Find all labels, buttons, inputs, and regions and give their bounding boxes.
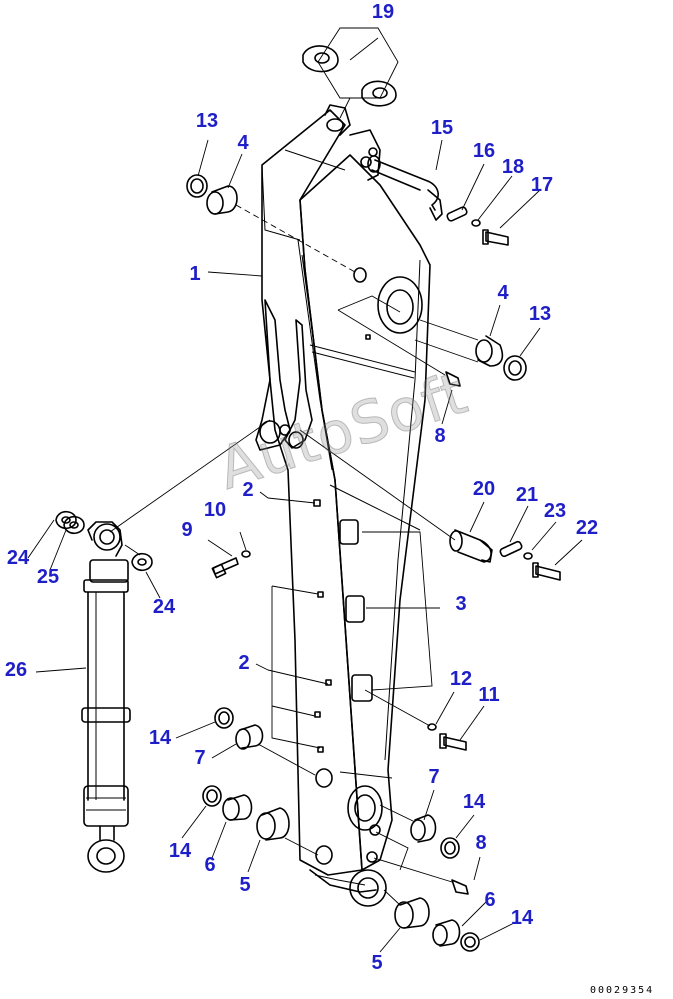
bushing-set-right-top — [414, 319, 527, 381]
callout-14-a: 14 — [148, 727, 172, 749]
callout-leaders — [27, 27, 583, 953]
document-number: 00029354 — [590, 985, 655, 996]
callout-5-right: 5 — [371, 952, 383, 974]
callout-24-right: 24 — [152, 596, 176, 618]
callout-26: 26 — [4, 659, 28, 681]
pin-assembly-middle — [299, 429, 561, 581]
callout-13: 13 — [195, 110, 219, 132]
bushing-set-bottom-right — [373, 804, 480, 952]
callout-4: 4 — [237, 132, 249, 154]
callout-8-lower: 8 — [475, 832, 487, 854]
callout-13-right: 13 — [528, 303, 552, 325]
leader-2-lower — [271, 586, 321, 749]
callout-18: 18 — [501, 156, 525, 178]
callout-4-right: 4 — [497, 282, 509, 304]
callout-5-left: 5 — [239, 874, 251, 896]
pin-assembly-top — [367, 155, 509, 246]
callout-12: 12 — [449, 668, 473, 690]
bolt-washer-left — [207, 531, 251, 579]
callout-8: 8 — [434, 425, 446, 447]
callout-17: 17 — [530, 174, 554, 196]
callout-16: 16 — [472, 140, 496, 162]
leader-2-lower-b — [267, 669, 329, 685]
callout-3: 3 — [455, 593, 467, 615]
callout-6-left: 6 — [204, 854, 216, 876]
grease-fitting-top — [337, 295, 461, 387]
hydraulic-cylinder — [55, 419, 271, 873]
bolt-washer-right — [364, 689, 467, 751]
callout-21: 21 — [515, 484, 539, 506]
callout-11: 11 — [478, 684, 500, 706]
callout-14-b: 14 — [462, 791, 486, 813]
callout-23: 23 — [543, 500, 567, 522]
leader-2-lower-d — [271, 585, 319, 595]
bushing-set-bottom-left — [202, 707, 319, 856]
callout-2-upper: 2 — [242, 479, 254, 501]
callout-20: 20 — [472, 478, 496, 500]
callout-25: 25 — [36, 566, 60, 588]
callout-10: 10 — [203, 499, 227, 521]
callout-1: 1 — [189, 263, 201, 285]
callout-7-left: 7 — [194, 747, 206, 769]
bushing-set-top — [186, 174, 356, 273]
callout-2-lower: 2 — [238, 652, 250, 674]
leader-2-upper — [267, 497, 316, 504]
leader-2-lower-c — [271, 705, 316, 717]
leader-3 — [362, 531, 433, 691]
callout-22: 22 — [575, 517, 599, 539]
callout-9: 9 — [181, 519, 193, 541]
callout-7-right: 7 — [428, 766, 440, 788]
callout-24-left: 24 — [6, 547, 30, 569]
callout-14-d: 14 — [510, 907, 534, 929]
callout-6-right: 6 — [484, 889, 496, 911]
arm-body — [255, 104, 431, 907]
callout-19: 19 — [371, 1, 395, 23]
callout-14-c: 14 — [168, 840, 192, 862]
shim-pair — [302, 45, 397, 107]
callout-15: 15 — [430, 117, 454, 139]
